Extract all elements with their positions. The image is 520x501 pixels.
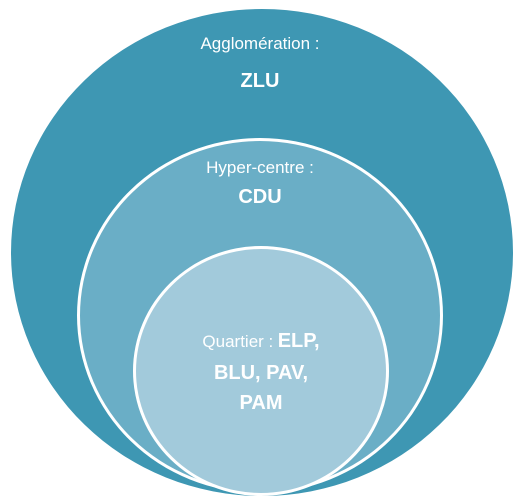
agglomeration-code: ZLU — [240, 70, 280, 92]
hyper-centre-label: Hyper-centre : — [206, 158, 314, 177]
quartier-code-3: PAM — [239, 392, 283, 414]
quartier-text-block: Quartier : ELP, BLU, PAV, PAM — [161, 326, 361, 418]
quartier-code-1: ELP, — [277, 330, 320, 352]
quartier-line-1: Quartier : ELP, — [161, 326, 361, 358]
agglomeration-label: Agglomération : — [200, 34, 320, 53]
quartier-circle — [133, 246, 389, 496]
quartier-label: Quartier : — [202, 332, 274, 351]
quartier-code-2: BLU, PAV, — [213, 362, 309, 384]
hyper-centre-code: CDU — [238, 186, 282, 208]
